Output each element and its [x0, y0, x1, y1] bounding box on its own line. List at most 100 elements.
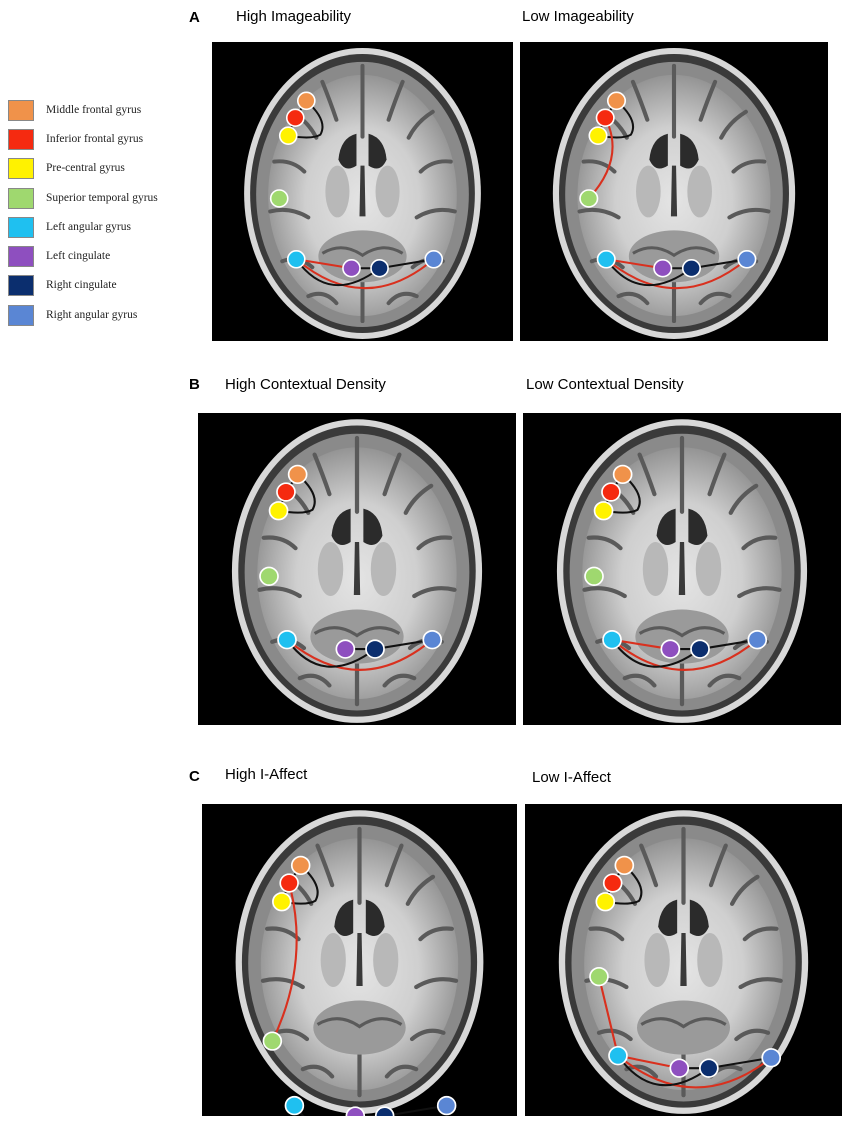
left-thalamus [320, 932, 346, 988]
sulcus [616, 291, 650, 306]
brain-image-low-imageability [520, 42, 828, 341]
right-thalamus [697, 932, 723, 988]
legend-label: Left angular gyrus [46, 221, 131, 233]
sulcus [728, 483, 759, 515]
left-ventricle [331, 508, 351, 545]
right-ventricle [689, 899, 709, 936]
edge-lang-rcin [286, 639, 376, 668]
node-ifg [602, 873, 623, 893]
cerebellar-fold [640, 1017, 727, 1029]
sulcus [315, 843, 335, 888]
panel-b-left-title: High Contextual Density [225, 376, 386, 393]
edge-lang-rang [605, 258, 748, 290]
node-lcin [653, 258, 673, 278]
brain-image-low-i-affect [525, 804, 842, 1116]
edge-lang-lcin [617, 1054, 680, 1070]
sulcus [698, 79, 718, 122]
panel-a-left-title: High Imageability [236, 8, 352, 25]
node-stg [262, 1031, 283, 1051]
node-ifg [279, 873, 299, 893]
sulcus [300, 1064, 335, 1079]
right-thalamus [375, 165, 400, 218]
node-rcin [690, 639, 710, 659]
node-rcin [681, 258, 702, 278]
sulcus [297, 673, 332, 688]
node-rcin [365, 639, 385, 659]
right-thalamus [695, 541, 722, 597]
legend-swatch [8, 100, 34, 121]
edge-rcin-rang [384, 1104, 447, 1116]
legend-item-left-angular-gyrus: Left angular gyrus [8, 217, 188, 239]
edge-lang-rang [286, 638, 433, 671]
left-thalamus [317, 541, 344, 597]
node-lcin [660, 639, 681, 659]
legend-swatch [8, 217, 34, 238]
node-ifg [285, 108, 305, 128]
legend-item-inferior-frontal-gyrus: Inferior frontal gyrus [8, 129, 188, 151]
brain-image-high-i-affect [202, 804, 517, 1116]
left-ventricle [658, 899, 678, 936]
node-rang [747, 630, 768, 650]
right-ventricle [688, 508, 708, 545]
node-pcg [272, 892, 292, 912]
legend-item-right-angular-gyrus: Right angular gyrus [8, 305, 188, 327]
edge-mfg-pcg [278, 473, 316, 514]
sulcus [261, 535, 298, 551]
sulcus [586, 535, 623, 551]
legend-label: Inferior frontal gyrus [46, 133, 144, 145]
sulcus [418, 159, 453, 174]
right-thalamus [370, 541, 397, 597]
sulcus [405, 874, 436, 906]
legend-label: Right angular gyrus [46, 309, 138, 321]
edge-lang-rang [295, 258, 435, 290]
edge-lang-rcin [295, 258, 381, 287]
left-ventricle [656, 508, 676, 545]
sulcus [386, 79, 405, 122]
sulcus [403, 483, 434, 515]
sulcus [414, 207, 457, 220]
right-thalamus [373, 932, 399, 988]
brain-group [552, 47, 796, 340]
node-lang [277, 630, 297, 650]
panel-letter-a: A [189, 9, 200, 26]
node-mfg [287, 464, 308, 485]
node-pcg [588, 126, 608, 145]
node-lang [602, 630, 622, 650]
edge-lang-rang [617, 1054, 772, 1089]
left-thalamus [642, 541, 669, 597]
edge-stg-lang [597, 976, 620, 1056]
edge-mfg-pcg [288, 100, 324, 139]
cerebellar-fold [321, 246, 404, 258]
node-rcin [699, 1058, 719, 1078]
legend-label: Superior temporal gyrus [46, 192, 158, 204]
sulcus [588, 926, 625, 942]
edge-lang-rcin [611, 639, 701, 668]
cerebellar-fold [638, 626, 726, 638]
sulcus [577, 207, 621, 220]
right-thalamus [687, 165, 712, 218]
legend-label: Left cingulate [46, 250, 111, 262]
left-thalamus [644, 932, 670, 988]
sulcus [382, 673, 417, 688]
right-ventricle [363, 508, 383, 545]
sulcus [414, 977, 459, 990]
panel-letter-c: C [189, 768, 200, 785]
cerebellar-fold [632, 246, 716, 258]
sulcus [272, 159, 307, 174]
node-lang [608, 1046, 628, 1066]
node-stg [579, 189, 599, 208]
legend-label: Right cingulate [46, 279, 117, 291]
edge-lang-rcin [617, 1055, 710, 1087]
node-mfg [614, 855, 635, 876]
sulcus [707, 452, 727, 497]
third-ventricle [353, 541, 361, 595]
sulcus [384, 843, 404, 888]
node-pcg [268, 501, 289, 521]
sulcus [386, 291, 419, 306]
edge-mfg-pcg [281, 864, 319, 905]
legend-item-superior-temporal-gyrus: Superior temporal gyrus [8, 188, 188, 210]
sulcus [707, 673, 742, 688]
node-lang [596, 250, 616, 269]
sulcus [596, 1028, 633, 1042]
brain-group [244, 47, 481, 340]
